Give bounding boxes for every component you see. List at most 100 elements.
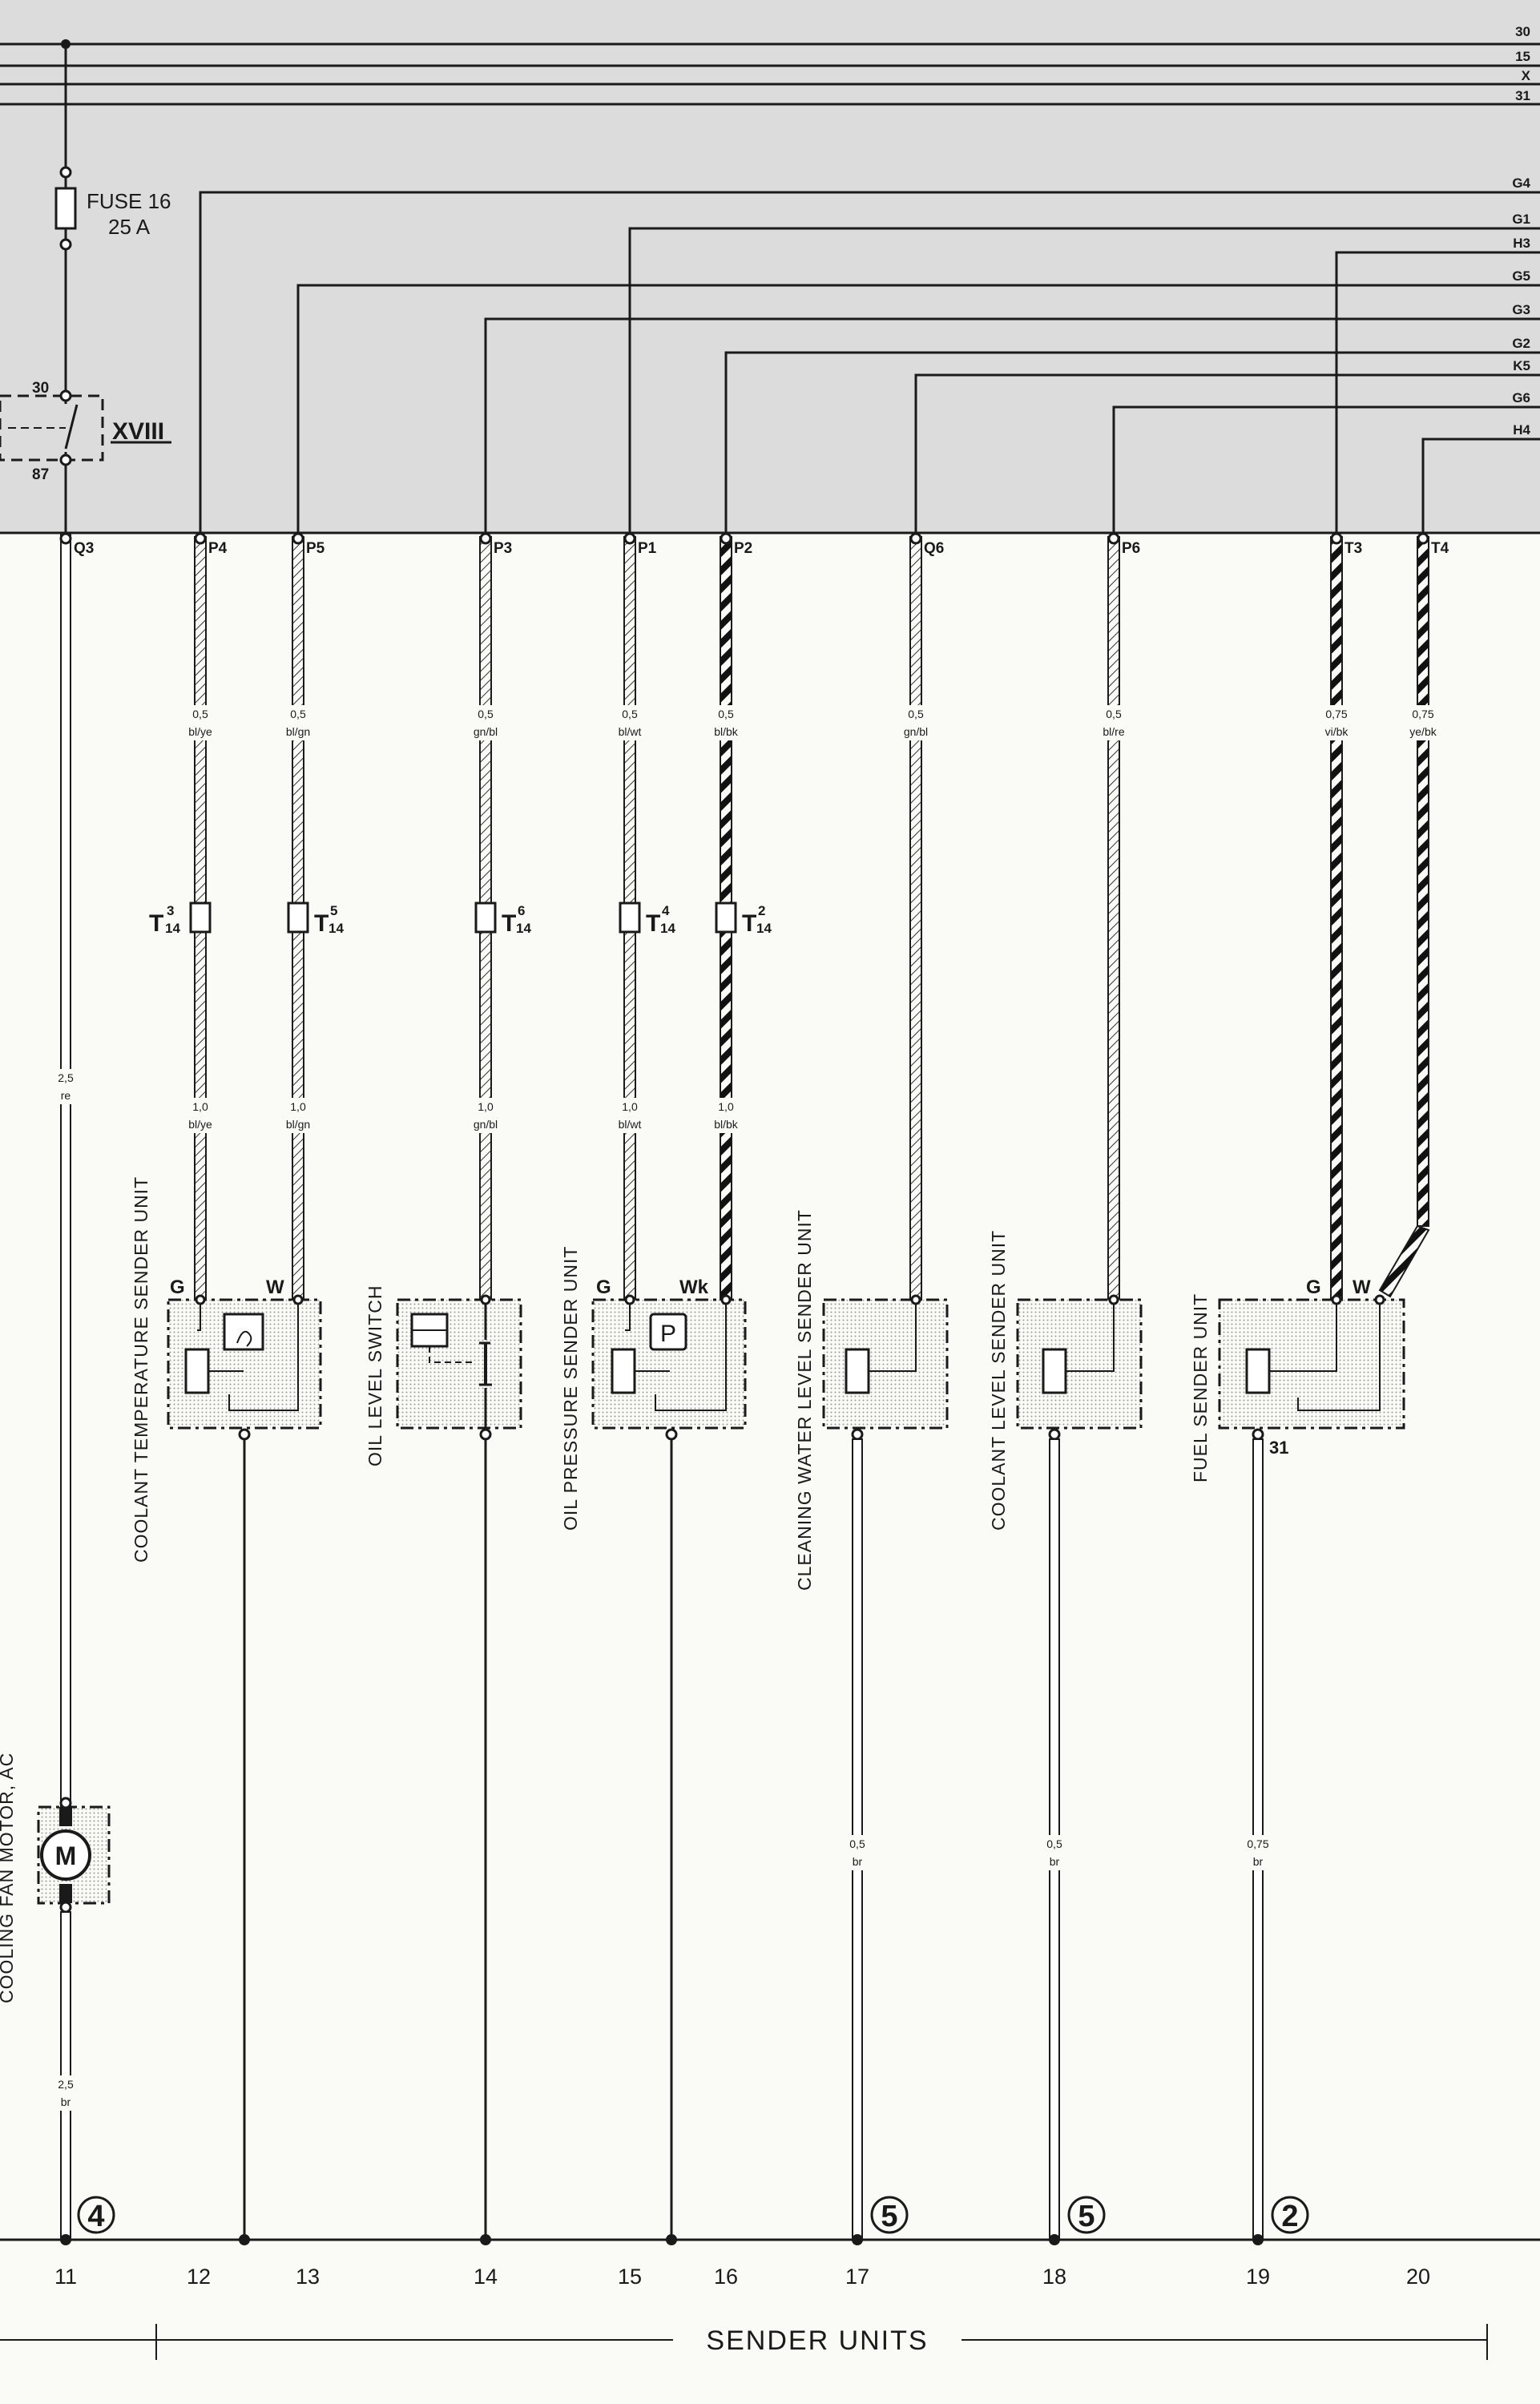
column-number-14: 14 — [474, 2265, 498, 2289]
connector-p3: T — [502, 910, 516, 937]
wire-t4 — [1417, 536, 1429, 1227]
wire-q6 — [909, 536, 922, 1301]
thermometer-icon — [223, 1313, 264, 1351]
ground-wires: 0,5 br 0,5 br 0,75 br — [243, 1438, 1278, 2241]
cleaning-water-sender-label: CLEANING WATER LEVEL SENDER UNIT — [794, 1209, 815, 1591]
ground-point-4: 4 — [87, 2200, 104, 2233]
wire-color-t3: vi/bk — [1325, 725, 1349, 738]
terminal-p4: P4 — [208, 540, 228, 557]
right-terminal-k5: K5 — [1513, 358, 1530, 373]
wire-labels-upper: 0,5 bl/ye 0,5 bl/gn 0,5 gn/bl 0,5 bl/wt … — [183, 705, 1442, 740]
right-terminal-g3: G3 — [1512, 302, 1530, 317]
wire-color-p5: bl/gn — [286, 725, 310, 738]
terminal-p2: P2 — [734, 540, 752, 557]
right-terminal-g6: G6 — [1512, 390, 1530, 405]
terminal-p6: P6 — [1122, 540, 1140, 557]
column-number-11: 11 — [54, 2265, 77, 2289]
section-label: SENDER UNITS — [706, 2325, 928, 2356]
pressure-symbol: P — [660, 1321, 676, 1347]
motor-wire-color: br — [61, 2095, 71, 2108]
section-bracket: SENDER UNITS — [0, 2324, 1488, 2360]
wire-gauge-t4: 0,75 — [1412, 708, 1433, 720]
column-number-18: 18 — [1042, 2265, 1066, 2289]
wire-gauge-p2: 0,5 — [718, 708, 734, 720]
oil-pressure-sender-label: OIL PRESSURE SENDER UNIT — [560, 1246, 581, 1531]
coolant-level-sender-box — [1016, 1298, 1143, 1430]
terminal-t4: T4 — [1431, 540, 1449, 557]
ground-wire-gauge-18: 0,5 — [1046, 1837, 1062, 1850]
connector-p3-sup: 6 — [518, 903, 525, 918]
ground-wire-gauge-19: 0,75 — [1247, 1837, 1268, 1850]
wire-q3 — [60, 532, 71, 1808]
terminal-t3: T3 — [1344, 540, 1362, 557]
wire-color-p5-lower: bl/gn — [286, 1118, 310, 1131]
bus-label-15: 15 — [1515, 49, 1530, 64]
fuel-sender-pin-w: W — [1353, 1277, 1371, 1298]
connector-p5-sup: 5 — [330, 903, 337, 918]
terminal-p1: P1 — [638, 540, 657, 557]
column-number-20: 20 — [1406, 2265, 1430, 2289]
bus-label-30: 30 — [1515, 24, 1530, 39]
motor-wire-gauge: 2,5 — [58, 2078, 74, 2091]
wire-t3 — [1330, 536, 1343, 1301]
terminal-p5: P5 — [306, 540, 325, 557]
pressure-icon — [649, 1313, 687, 1351]
oil-level-switch-box — [396, 1298, 522, 1430]
terminal-p3: P3 — [494, 540, 512, 557]
wire-color-p2: bl/bk — [714, 725, 739, 738]
right-terminal-h3: H3 — [1513, 236, 1530, 251]
wire-color-p2-lower: bl/bk — [714, 1118, 739, 1131]
rail-terminals: Q3 P4 P5 P3 P1 P2 Q6 P6 T3 T4 — [59, 532, 1449, 557]
column-number-16: 16 — [714, 2265, 738, 2289]
ground-wire-gauge-17: 0,5 — [849, 1837, 865, 1850]
relay-box — [0, 394, 104, 462]
terminal-q3: Q3 — [74, 540, 94, 557]
wire-color-p1-lower: bl/wt — [619, 1118, 642, 1131]
wire-labels-lower: 2,5 re 1,0 bl/ye 1,0 bl/gn 1,0 gn/bl 1,0… — [46, 1069, 745, 1133]
upper-panel-shade — [0, 0, 1540, 533]
terminal-q6: Q6 — [924, 540, 944, 557]
wire-gauge-p3: 0,5 — [478, 708, 494, 720]
wire-gauge-p4-lower: 1,0 — [192, 1100, 208, 1113]
wire-color-t4: ye/bk — [1409, 725, 1437, 738]
motor-icon — [40, 1829, 91, 1881]
cooling-fan-motor-label: COOLING FAN MOTOR, AC — [0, 1753, 17, 2003]
column-number-13: 13 — [296, 2265, 320, 2289]
wire-color-p1: bl/wt — [619, 725, 642, 738]
connectors: T 3 14 T 5 14 T 6 14 T 4 14 T 2 14 — [149, 902, 772, 937]
fuse-rating: 25 A — [108, 215, 151, 239]
column-numbers: 11 12 13 14 15 16 17 18 19 20 — [54, 2265, 1430, 2289]
wire-gauge-p5-lower: 1,0 — [290, 1100, 306, 1113]
connector-p5-sub: 14 — [329, 921, 344, 936]
wire-gauge-p4: 0,5 — [192, 708, 208, 720]
wire-color-p3: gn/bl — [474, 725, 498, 738]
right-terminal-g1: G1 — [1512, 212, 1530, 227]
relay-pin-87: 87 — [32, 466, 49, 483]
wire-gauge-p1: 0,5 — [622, 708, 638, 720]
components: G W COOLANT TEMPERATURE SENDER UNIT OIL … — [131, 1176, 1405, 1591]
ground-point-5a: 5 — [881, 2200, 897, 2233]
wire-gauge-q3: 2,5 — [58, 1071, 74, 1084]
coolant-level-sender-label: COOLANT LEVEL SENDER UNIT — [988, 1230, 1009, 1531]
bus-label-x: X — [1522, 68, 1531, 83]
ground-wire-color-18: br — [1050, 1855, 1060, 1868]
right-terminal-g2: G2 — [1512, 336, 1530, 351]
right-terminal-g4: G4 — [1512, 175, 1530, 191]
connector-p1-sup: 4 — [662, 903, 670, 918]
wire-p6 — [1107, 536, 1120, 1301]
motor-symbol: M — [55, 1841, 77, 1870]
oil-pressure-pin-g: G — [596, 1277, 611, 1298]
ground-wire-color-19: br — [1253, 1855, 1264, 1868]
connector-p3-sub: 14 — [516, 921, 531, 936]
ground-wire-color-17: br — [853, 1855, 863, 1868]
column-number-19: 19 — [1246, 2265, 1270, 2289]
relay-contact — [64, 404, 79, 450]
oil-level-switch-label: OIL LEVEL SWITCH — [365, 1285, 385, 1466]
routing-lines — [199, 191, 1540, 533]
wire-color-q6: gn/bl — [904, 725, 928, 738]
wire-gauge-p1-lower: 1,0 — [622, 1100, 638, 1113]
fuse-symbol — [54, 187, 77, 230]
connector-p1-sub: 14 — [660, 921, 675, 936]
wire-color-p3-lower: gn/bl — [474, 1118, 498, 1131]
